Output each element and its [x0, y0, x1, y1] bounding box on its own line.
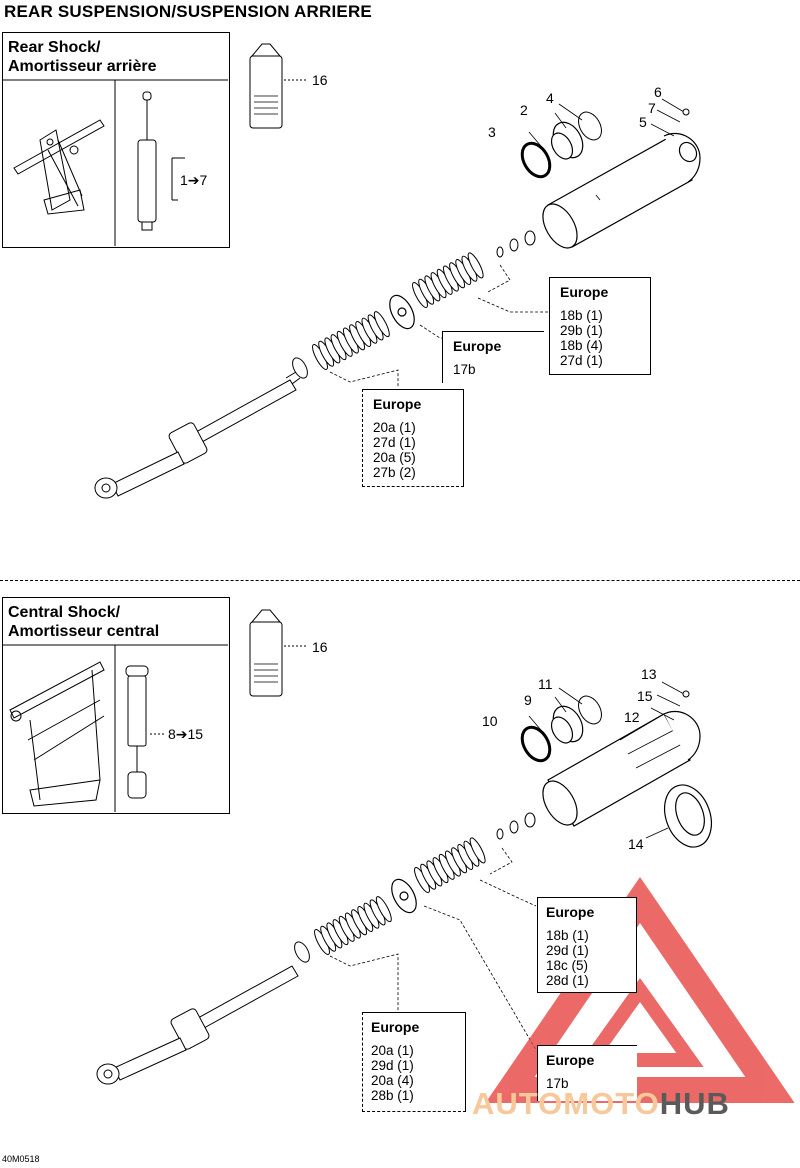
callout-16-rear: 16 — [312, 72, 328, 88]
page-title: REAR SUSPENSION/SUSPENSION ARRIERE — [4, 2, 372, 21]
watermark-text: AUTOMOTOHUB — [472, 1086, 730, 1122]
section-divider — [0, 580, 800, 581]
central-range-label: 8➔15 — [168, 726, 204, 742]
callout-10: 10 — [482, 713, 498, 729]
callout-7: 7 — [648, 100, 656, 116]
callout-2: 2 — [520, 102, 528, 118]
grease-can-16-central — [249, 609, 283, 697]
callout-15: 15 — [637, 688, 653, 704]
callout-14: 14 — [628, 836, 644, 852]
central-shock-body — [542, 710, 701, 827]
watermark-part1: AUTOMOTO — [472, 1086, 660, 1121]
central-shock-shaft — [96, 965, 299, 1085]
reference-code: 40M0518 — [2, 1154, 40, 1164]
callout-13: 13 — [641, 666, 657, 682]
rear-shock-body — [542, 132, 701, 249]
rear-shock-thumbnail — [137, 91, 157, 231]
rear-shock-shaft — [94, 371, 301, 499]
watermark-logo — [485, 876, 795, 1103]
grease-can-16 — [249, 43, 283, 129]
central-suspension-thumbnail — [9, 661, 105, 807]
callout-6: 6 — [654, 84, 662, 100]
callout-12: 12 — [624, 709, 640, 725]
central-shock-thumbnail — [125, 665, 149, 799]
shim-stack-lower-central — [311, 894, 395, 957]
callout-4: 4 — [546, 90, 554, 106]
central-shock-panel — [2, 597, 230, 814]
central-europe-box-b: Europe 17b — [537, 1045, 637, 1101]
callout-16-central: 16 — [312, 639, 328, 655]
rear-europe-box-b: Europe 17b — [442, 331, 544, 383]
adjuster-nut-14 — [664, 784, 712, 848]
rear-shock-title: Rear Shock/ Amortisseur arrière — [8, 39, 157, 75]
central-europe-box-c: Europe 20a (1) 29d (1) 20a (4) 28b (1) — [362, 1012, 466, 1112]
rear-suspension-thumbnail — [13, 119, 105, 215]
rear-europe-box-c: Europe 20a (1) 27d (1) 20a (5) 27b (2) — [362, 389, 464, 487]
callout-5: 5 — [639, 114, 647, 130]
watermark-part2: HUB — [659, 1086, 730, 1121]
shim-stack-upper — [409, 250, 487, 310]
callout-3: 3 — [488, 124, 496, 140]
central-europe-box-a: Europe 18b (1) 29d (1) 18c (5) 28d (1) — [537, 897, 637, 993]
shim-stack-lower — [309, 309, 393, 372]
shim-stack-upper-central — [411, 835, 489, 895]
callout-9: 9 — [524, 692, 532, 708]
rear-europe-box-a: Europe 18b (1) 29b (1) 18b (4) 27d (1) — [549, 277, 651, 375]
callout-11: 11 — [538, 676, 553, 692]
rear-shock-panel — [2, 32, 230, 248]
central-shock-title: Central Shock/ Amortisseur central — [8, 604, 160, 640]
rear-range-label: 1➔7 — [180, 172, 208, 188]
